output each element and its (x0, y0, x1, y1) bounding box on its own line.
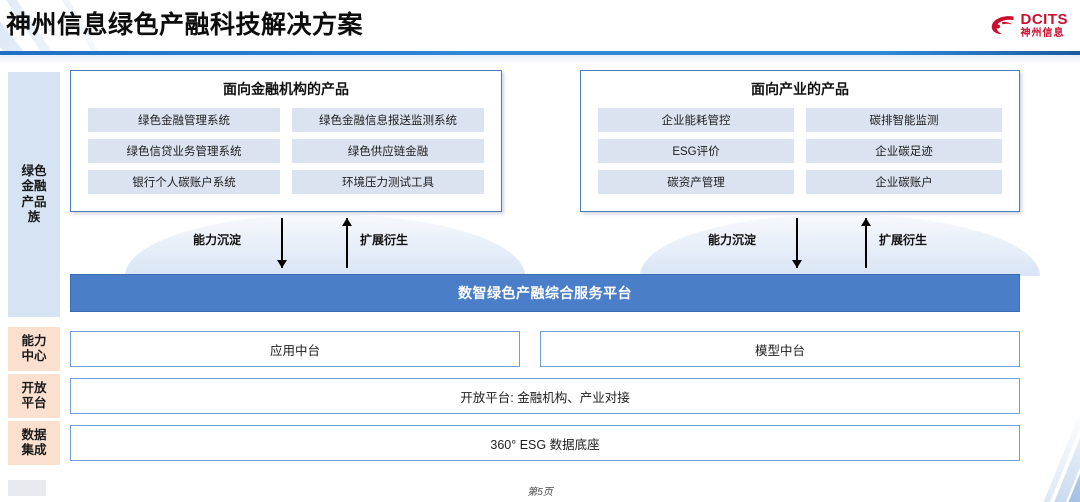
product-item[interactable]: 绿色金融管理系统 (88, 108, 280, 132)
page-number: 第5页 (527, 487, 553, 498)
product-item[interactable]: 绿色供应链金融 (292, 139, 484, 163)
panel-industry-products: 面向产业的产品 企业能耗管控 碳排智能监测 ESG评价 企业碳足迹 碳资产管理 … (580, 70, 1020, 212)
right-flow-arrow-down (791, 218, 803, 268)
page-title: 神州信息绿色产融科技解决方案 (6, 11, 364, 39)
data-integration-box[interactable]: 360° ESG 数据底座 (70, 425, 1020, 461)
arrow-head-up-icon (342, 218, 352, 226)
product-item[interactable]: 碳资产管理 (598, 170, 794, 194)
product-item[interactable]: ESG评价 (598, 139, 794, 163)
arrow-stem (346, 218, 348, 268)
slide-header: 神州信息绿色产融科技解决方案 DCITS 神州信息 (0, 0, 1080, 52)
left-flow-label-sink: 能力沉淀 (193, 233, 242, 247)
sidebar-item-label: 数据集成 (21, 427, 47, 457)
left-flow-arc-decoration (125, 214, 525, 276)
panel-title: 面向产业的产品 (751, 81, 849, 97)
left-flow-arrow-up (341, 218, 353, 268)
data-integration-label: 360° ESG 数据底座 (490, 437, 600, 452)
arrow-head-up-icon (861, 218, 871, 226)
sidebar-item-label: 绿色金融产品族 (21, 164, 47, 224)
panel-product-grid: 企业能耗管控 碳排智能监测 ESG评价 企业碳足迹 碳资产管理 企业碳账户 (581, 99, 1019, 204)
platform-bar[interactable]: 数智绿色产融综合服务平台 (70, 274, 1020, 312)
capability-box-model-middle-platform[interactable]: 模型中台 (540, 331, 1020, 367)
capability-box-application-middle-platform[interactable]: 应用中台 (70, 331, 520, 367)
right-flow-label-extend: 扩展衍生 (879, 233, 928, 247)
right-flow-arrow-up (860, 218, 872, 268)
arrow-head-down-icon (792, 260, 802, 268)
left-flow-label-extend: 扩展衍生 (360, 233, 409, 247)
product-item[interactable]: 企业能耗管控 (598, 108, 794, 132)
arrow-head-down-icon (277, 260, 287, 268)
product-item[interactable]: 企业碳足迹 (806, 139, 1002, 163)
product-item[interactable]: 碳排智能监测 (806, 108, 1002, 132)
sidebar-item-green-finance-product-family[interactable]: 绿色金融产品族 (8, 72, 60, 317)
company-logo: DCITS 神州信息 (990, 8, 1069, 42)
header-divider-shadow (0, 55, 1080, 65)
panel-title: 面向金融机构的产品 (223, 81, 349, 97)
product-item[interactable]: 企业碳账户 (806, 170, 1002, 194)
logo-text-en: DCITS (1020, 10, 1068, 28)
platform-bar-label: 数智绿色产融综合服务平台 (458, 285, 632, 301)
panel-financial-institution-products: 面向金融机构的产品 绿色金融管理系统 绿色金融信息报送监测系统 绿色信贷业务管理… (70, 70, 502, 212)
capability-box-label: 应用中台 (269, 343, 320, 358)
header-divider (0, 51, 1080, 55)
capability-box-label: 模型中台 (754, 343, 805, 358)
bottom-right-ribbon-decoration (960, 322, 1080, 502)
sidebar-item-label: 能力中心 (21, 333, 47, 363)
open-platform-label: 开放平台: 金融机构、产业对接 (460, 390, 630, 405)
product-item[interactable]: 环境压力测试工具 (292, 170, 484, 194)
bottom-left-block-decoration (8, 480, 46, 496)
product-item[interactable]: 绿色金融信息报送监测系统 (292, 108, 484, 132)
panel-product-grid: 绿色金融管理系统 绿色金融信息报送监测系统 绿色信贷业务管理系统 绿色供应链金融… (71, 99, 501, 204)
right-flow-arc-decoration (640, 214, 1040, 276)
right-flow-label-sink: 能力沉淀 (708, 233, 757, 247)
logo-text-cn: 神州信息 (1020, 27, 1065, 39)
arrow-stem (281, 218, 283, 268)
sidebar-item-capability-center[interactable]: 能力中心 (8, 327, 60, 371)
arrow-stem (865, 218, 867, 268)
sidebar-item-open-platform[interactable]: 开放平台 (8, 374, 60, 418)
dcits-swoosh-icon (991, 16, 1013, 35)
product-item[interactable]: 绿色信贷业务管理系统 (88, 139, 280, 163)
product-item[interactable]: 银行个人碳账户系统 (88, 170, 280, 194)
sidebar-item-label: 开放平台 (21, 380, 47, 410)
open-platform-box[interactable]: 开放平台: 金融机构、产业对接 (70, 378, 1020, 414)
arrow-stem (796, 218, 798, 268)
left-flow-arrow-down (276, 218, 288, 268)
sidebar-item-data-integration[interactable]: 数据集成 (8, 421, 60, 465)
